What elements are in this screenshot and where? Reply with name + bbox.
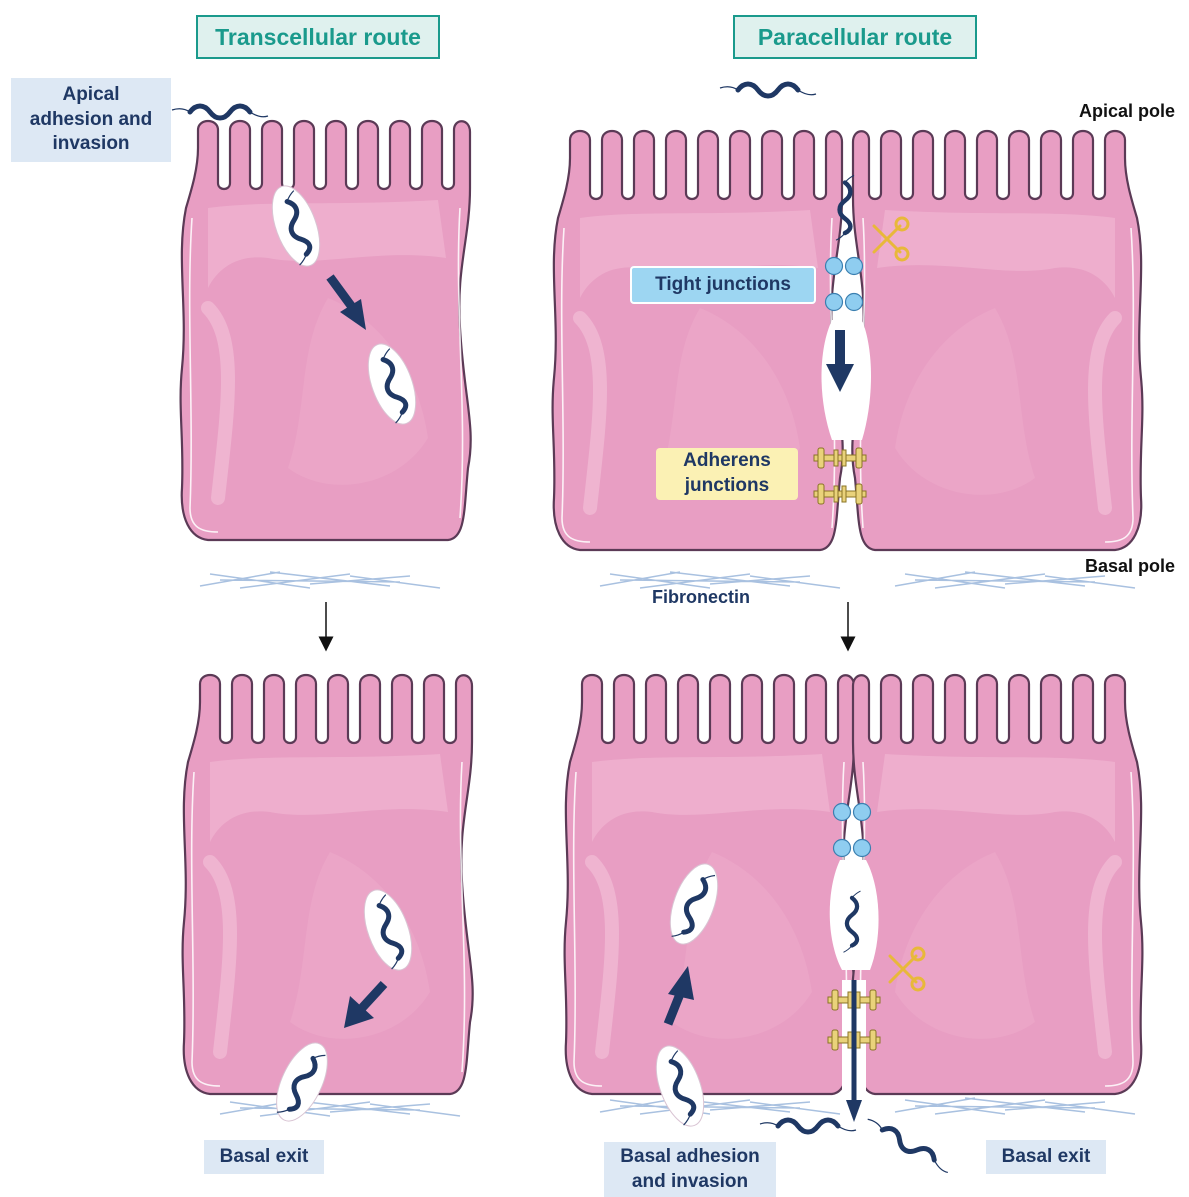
paracellular-cell-top-right bbox=[852, 131, 1142, 550]
fibronectin-mesh-bl bbox=[220, 1100, 460, 1116]
basal-pole-label: Basal pole bbox=[1072, 553, 1188, 579]
transcellular-cell-top bbox=[181, 121, 471, 540]
bacterium-free-top bbox=[720, 84, 816, 96]
basal-exit-right-label: Basal exit bbox=[986, 1140, 1106, 1174]
basal-adhesion-label: Basal adhesion and invasion bbox=[604, 1142, 776, 1197]
adherens-junctions-label: Adherens junctions bbox=[656, 448, 798, 500]
fibronectin-mesh-br-1 bbox=[600, 1098, 840, 1114]
transcellular-route-title: Transcellular route bbox=[196, 15, 440, 59]
tight-junction-2 bbox=[826, 294, 863, 311]
bacterium-apical bbox=[172, 106, 268, 118]
tight-junctions-label: Tight junctions bbox=[630, 266, 816, 304]
basal-exit-left-label: Basal exit bbox=[204, 1140, 324, 1174]
fibronectin-mesh-tl bbox=[200, 572, 440, 588]
paracellular-route-title: Paracellular route bbox=[733, 15, 977, 59]
tight-junction-3 bbox=[834, 804, 871, 821]
paracellular-cell-bottom-right bbox=[852, 675, 1142, 1094]
fibronectin-label: Fibronectin bbox=[636, 584, 766, 610]
bacterium-exit-1 bbox=[760, 1120, 856, 1132]
tight-junction-4 bbox=[834, 840, 871, 857]
transcellular-cell-bottom bbox=[183, 675, 473, 1094]
apical-pole-label: Apical pole bbox=[1066, 98, 1188, 124]
bacterium-exit-2 bbox=[864, 1116, 953, 1174]
apical-adhesion-label: Apical adhesion and invasion bbox=[11, 78, 171, 162]
tight-junction-1 bbox=[826, 258, 863, 275]
fibronectin-mesh-br-2 bbox=[895, 1098, 1135, 1114]
